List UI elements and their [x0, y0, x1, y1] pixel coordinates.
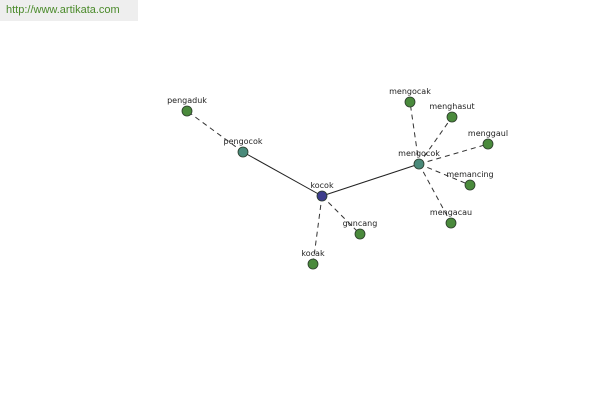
- node-label-mengocok: mengocok: [398, 149, 440, 158]
- node-label-guncang: guncang: [343, 219, 378, 228]
- node-menghasut[interactable]: menghasut: [429, 102, 475, 123]
- node-label-memancing: memancing: [446, 170, 493, 179]
- node-marker-memancing[interactable]: [464, 179, 476, 191]
- edge-mengocok-menghasut: [418, 116, 453, 165]
- node-memancing[interactable]: memancing: [446, 170, 494, 191]
- node-label-mengacau: mengacau: [430, 208, 472, 217]
- node-marker-mengocak[interactable]: [404, 96, 416, 108]
- edge-kocok-mengocok: [321, 163, 420, 197]
- edge-mengocok-mengocak: [409, 101, 420, 165]
- edge-mengocok-mengacau: [418, 163, 452, 224]
- node-label-kocok: kocok: [310, 181, 334, 190]
- node-label-kocak: kocak: [301, 249, 325, 258]
- node-marker-mengacau[interactable]: [445, 217, 457, 229]
- node-marker-kocak[interactable]: [307, 258, 319, 270]
- node-pengocok[interactable]: pengocok: [224, 137, 263, 158]
- edge-kocok-kocak: [312, 195, 323, 265]
- node-kocok[interactable]: kocok: [310, 181, 334, 202]
- node-label-menggaul: menggaul: [468, 129, 508, 138]
- edge-mengocok-menggaul: [418, 143, 489, 165]
- node-label-pengaduk: pengaduk: [167, 96, 207, 105]
- node-marker-pengaduk[interactable]: [181, 105, 193, 117]
- graph-nodes: kocok pengocok mengocok pengaduk guncang koca…: [167, 87, 508, 270]
- source-link[interactable]: http://www.artikata.com: [0, 0, 138, 21]
- node-guncang[interactable]: guncang: [343, 219, 378, 240]
- node-marker-kocok[interactable]: [316, 190, 328, 202]
- node-kocak[interactable]: kocak: [301, 249, 325, 270]
- edge-mengocok-memancing: [418, 163, 471, 186]
- node-mengocok[interactable]: mengocok: [398, 149, 440, 170]
- node-label-mengocak: mengocak: [389, 87, 431, 96]
- node-marker-menghasut[interactable]: [446, 111, 458, 123]
- node-marker-guncang[interactable]: [354, 228, 366, 240]
- edge-kocok-pengocok: [242, 151, 323, 197]
- node-menggaul[interactable]: menggaul: [468, 129, 508, 150]
- node-mengacau[interactable]: mengacau: [430, 208, 472, 229]
- node-pengaduk[interactable]: pengaduk: [167, 96, 207, 117]
- node-marker-pengocok[interactable]: [237, 146, 249, 158]
- node-mengocak[interactable]: mengocak: [389, 87, 431, 108]
- edge-pengocok-pengaduk: [186, 110, 244, 153]
- node-marker-mengocok[interactable]: [413, 158, 425, 170]
- node-label-menghasut: menghasut: [429, 102, 474, 111]
- node-marker-menggaul[interactable]: [482, 138, 494, 150]
- node-label-pengocok: pengocok: [224, 137, 263, 146]
- edge-kocok-guncang: [321, 195, 361, 235]
- graph-edges: [186, 101, 489, 265]
